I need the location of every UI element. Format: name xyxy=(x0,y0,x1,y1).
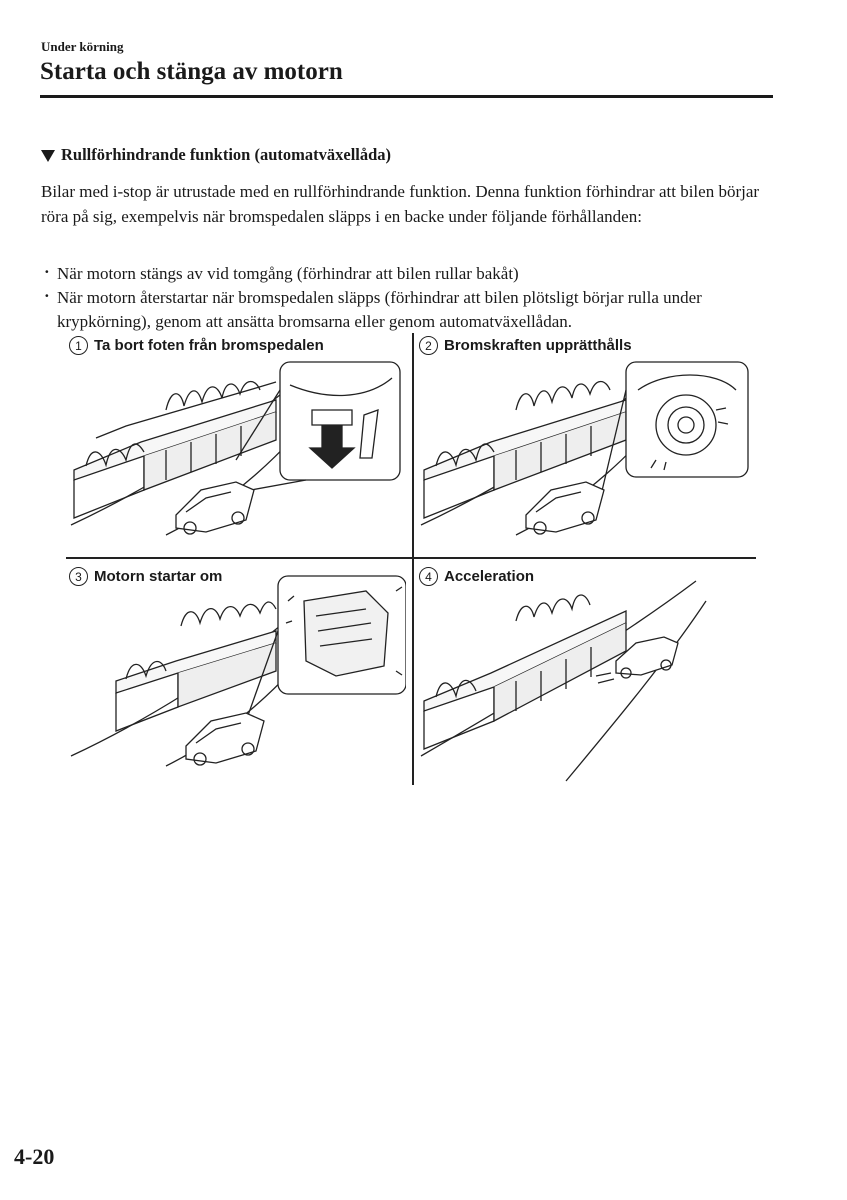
bullet-list: När motorn stängs av vid tomgång (förhin… xyxy=(41,260,771,334)
triangle-down-icon xyxy=(41,150,55,162)
step-number-badge: 2 xyxy=(419,336,438,355)
brake-hold-illustration xyxy=(420,361,749,536)
page-title: Starta och stänga av motorn xyxy=(40,58,343,85)
panel-label: 4 Acceleration xyxy=(419,567,534,586)
panel-step-4: 4 Acceleration xyxy=(416,561,756,786)
step-number-badge: 4 xyxy=(419,567,438,586)
panel-label-text: Acceleration xyxy=(444,568,535,585)
panel-step-1: 1 Ta bort foten från bromspedalen xyxy=(66,330,406,555)
step-number-badge: 1 xyxy=(69,336,88,355)
figure-divider-vertical xyxy=(412,333,414,785)
engine-restart-illustration xyxy=(70,575,406,767)
panel-label: 2 Bromskraften upprätthålls xyxy=(419,336,632,355)
intro-paragraph: Bilar med i-stop är utrustade med en rul… xyxy=(41,182,760,226)
bullet-item: När motorn stängs av vid tomgång (förhin… xyxy=(41,260,771,286)
illustration-figure: 1 Ta bort foten från bromspedalen xyxy=(66,330,756,790)
figure-divider-horizontal xyxy=(66,557,756,559)
section-heading-text: Rullförhindrande funktion (automatväxell… xyxy=(61,145,392,164)
panel-step-2: 2 Bromskraften upprätthålls xyxy=(416,330,756,555)
section-heading: Rullförhindrande funktion (automatväxell… xyxy=(41,145,391,165)
step-number-badge: 3 xyxy=(69,567,88,586)
panel-label-text: Ta bort foten från bromspedalen xyxy=(94,337,324,354)
hill-brake-release-illustration xyxy=(70,361,401,536)
breadcrumb: Under körning xyxy=(41,39,124,54)
panel-label: 1 Ta bort foten från bromspedalen xyxy=(69,336,324,355)
panel-label: 3 Motorn startar om xyxy=(69,567,222,586)
panel-step-3: 3 Motorn startar om xyxy=(66,561,406,786)
panel-label-text: Motorn startar om xyxy=(94,568,223,585)
panel-label-text: Bromskraften upprätthålls xyxy=(444,337,632,354)
acceleration-illustration xyxy=(420,580,707,782)
title-rule xyxy=(40,95,773,98)
bullet-item: När motorn återstartar när bromspedalen … xyxy=(41,284,771,334)
page-number: 4-20 xyxy=(14,1144,55,1169)
